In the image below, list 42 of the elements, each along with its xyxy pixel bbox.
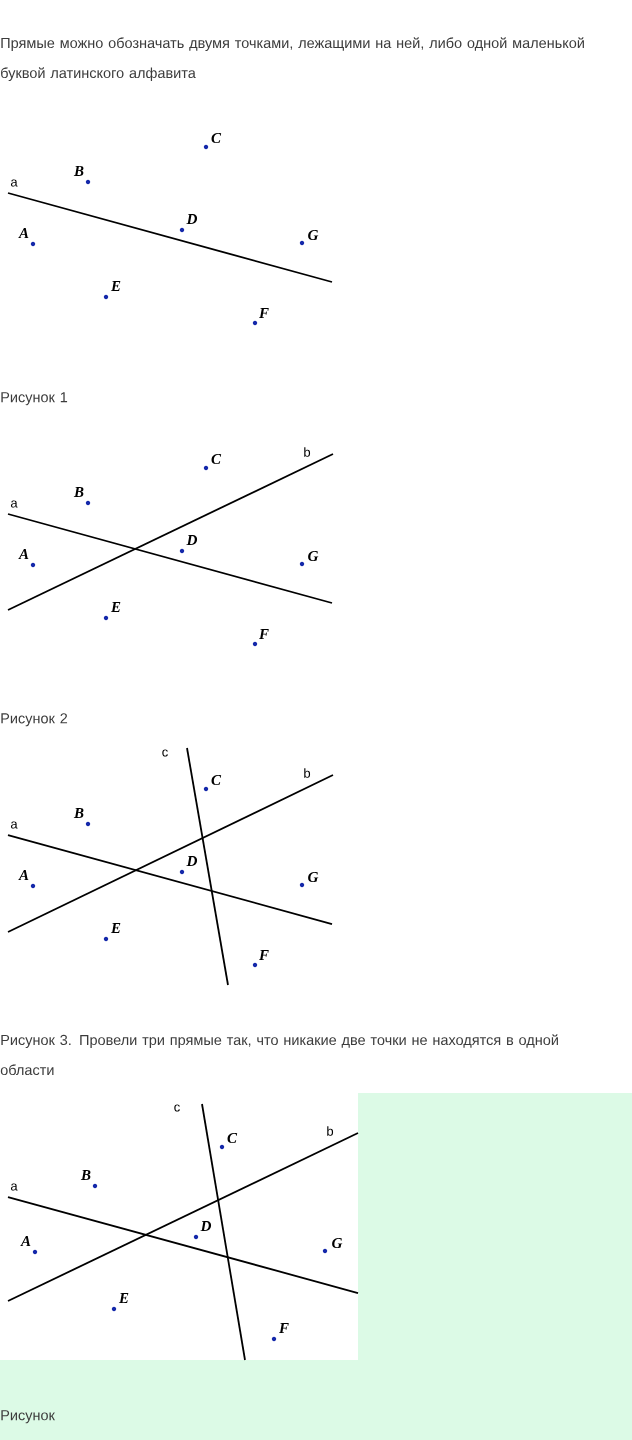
caption-text: Рисунок 2	[1, 713, 68, 727]
line-name: b	[304, 447, 311, 457]
line-name: a	[10, 821, 18, 829]
line-name: a	[10, 179, 18, 187]
point-label: F	[271, 1323, 289, 1342]
point-label: F	[252, 308, 269, 326]
caption-text: Прямые можно обозначать двумя точками, лежащими на ней, либо одной маленькой буквой латинского алфавита	[1, 37, 584, 81]
point-label: B	[80, 1170, 98, 1189]
caption-text: Рисунок 1	[1, 392, 68, 406]
point-label: F	[252, 950, 269, 968]
line-name: a	[10, 1183, 18, 1191]
point-label: A	[18, 870, 36, 889]
line-name: b	[304, 768, 311, 778]
point-label: E	[111, 1293, 129, 1312]
point-label: C	[203, 774, 222, 792]
point-label: E	[103, 602, 121, 621]
point-label: G	[322, 1238, 343, 1254]
line-name: a	[10, 500, 18, 508]
point-label: D	[179, 856, 198, 875]
point-label: A	[18, 228, 36, 247]
point-label: G	[299, 550, 319, 567]
line-name: b	[327, 1126, 334, 1136]
point-label: D	[179, 535, 198, 554]
line-name: c	[174, 1104, 180, 1112]
caption-text: Рисунок 3. Провели три прямые так, что никакие две точки не находятся в одной области	[0, 1034, 558, 1076]
line-name: c	[162, 749, 168, 757]
point-label: D	[193, 1221, 212, 1240]
point-label: G	[299, 872, 319, 888]
point-label: F	[252, 629, 269, 647]
point-label: A	[18, 549, 36, 568]
point-label: E	[103, 281, 121, 300]
caption-text: Рисунок	[1, 1410, 55, 1424]
point-label: C	[219, 1133, 238, 1150]
point-label: G	[299, 229, 319, 246]
point-label: C	[203, 132, 222, 150]
point-label: D	[179, 214, 198, 233]
point-label: A	[20, 1236, 38, 1255]
point-label: B	[73, 808, 91, 827]
point-label: C	[203, 453, 222, 471]
point-label: B	[73, 166, 91, 185]
point-label: E	[103, 923, 121, 942]
point-label: B	[73, 487, 91, 506]
